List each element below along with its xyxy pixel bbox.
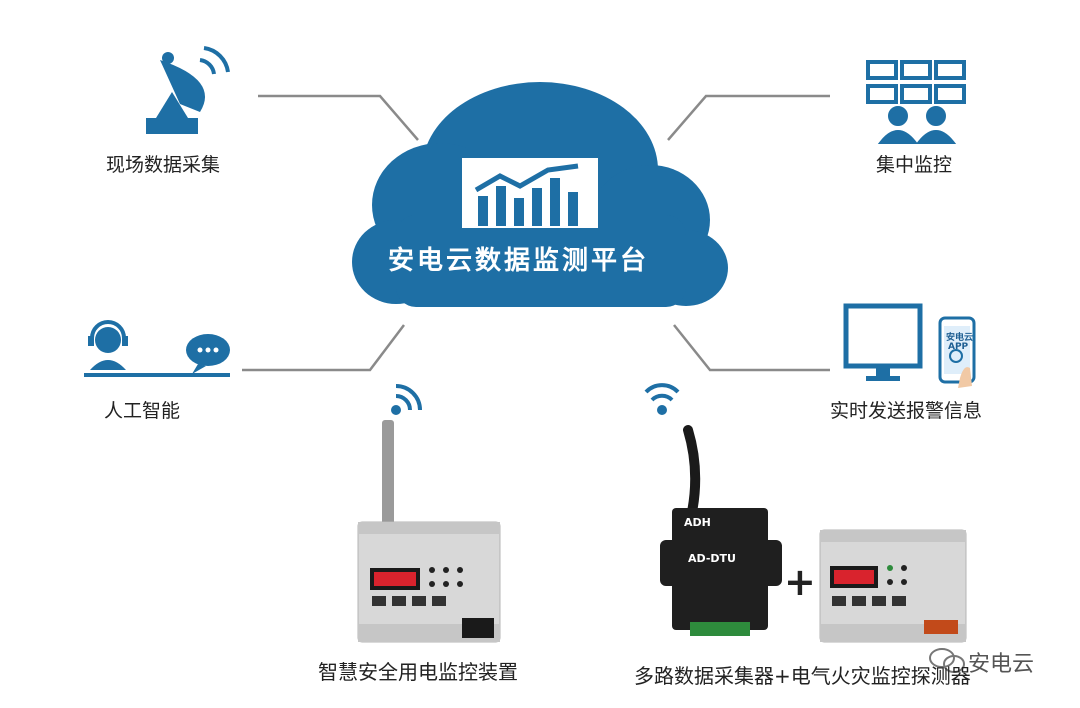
monitor-wall-icon (866, 60, 966, 144)
label-central-monitoring: 集中监控 (876, 154, 953, 176)
satellite-dish-icon (146, 46, 230, 134)
connector-lines (242, 94, 830, 372)
cloud-chart-icon (462, 158, 598, 228)
phone-app-line1: 安电云 (946, 333, 974, 343)
wifi-icon-right (644, 383, 680, 415)
dtu-brand: ADH (684, 516, 711, 529)
dtu-model: AD-DTU (688, 552, 736, 565)
chat-bubble-icon (186, 334, 230, 374)
phone-app-line2: APP (948, 342, 969, 352)
cloud-platform-title: 安电云数据监测平台 (388, 246, 650, 276)
fire-detector-device (819, 529, 967, 643)
label-ai: 人工智能 (104, 400, 181, 422)
watermark-text: 安电云 (968, 652, 1035, 677)
operator-headset-icon (84, 320, 230, 377)
connector-bottom-right (673, 324, 830, 372)
label-realtime-alarm: 实时发送报警信息 (830, 400, 983, 422)
connector-top-right (667, 94, 830, 141)
connector-top-left (258, 94, 419, 141)
watermark-chat-icon (929, 648, 965, 673)
monitor-icon (843, 303, 923, 381)
plus-sign: + (784, 560, 816, 604)
label-left-device: 智慧安全用电监控装置 (318, 660, 518, 684)
wifi-icon-left (391, 384, 422, 415)
connector-bottom-left (242, 324, 405, 372)
dtu-collector-device (660, 425, 782, 636)
smart-monitor-device (357, 420, 501, 643)
phone-app-icon (938, 316, 976, 388)
label-right-devices: 多路数据采集器+电气火灾监控探测器 (634, 664, 971, 688)
label-field-collection: 现场数据采集 (106, 154, 221, 176)
